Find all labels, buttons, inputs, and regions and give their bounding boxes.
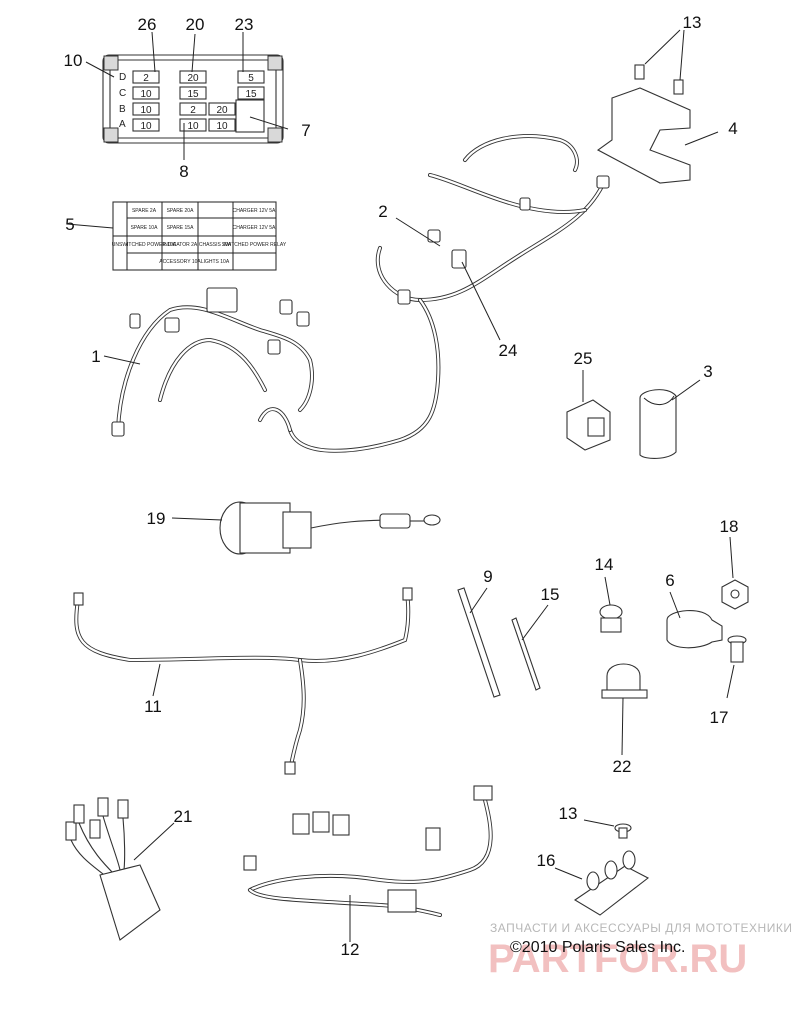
callout-16: 16 — [537, 851, 556, 870]
callout-1: 1 — [91, 347, 100, 366]
label-cell: SPARE 20A — [167, 208, 195, 214]
callout-22: 22 — [613, 757, 632, 776]
callout-15: 15 — [541, 585, 560, 604]
main-wiring-harness — [103, 287, 314, 437]
callout-7: 7 — [301, 121, 310, 140]
push-clip-22 — [601, 663, 648, 756]
callout-18: 18 — [720, 517, 739, 536]
callout-14: 14 — [595, 555, 614, 574]
callout-21: 21 — [174, 807, 193, 826]
label-cell: CHARGER 12V 5A — [233, 225, 276, 231]
label-cell: UNSWITCHED POWER 10A — [112, 242, 177, 248]
fuse-value: 10 — [140, 121, 152, 132]
cable-ties — [457, 587, 549, 698]
watermark-tagline: ЗАПЧАСТИ И АКСЕССУАРЫ ДЛЯ МОТОТЕХНИКИ — [490, 921, 792, 935]
fuse-value: 20 — [187, 73, 199, 84]
callout-10: 10 — [64, 51, 83, 70]
connector-25 — [566, 370, 611, 451]
callout-24: 24 — [499, 341, 518, 360]
fuse-value: 10 — [140, 89, 152, 100]
boot-3 — [639, 379, 701, 459]
fuse-value: 2 — [190, 105, 196, 116]
clamp-6 — [666, 591, 723, 649]
callout-4: 4 — [728, 119, 737, 138]
fuse-value: 15 — [245, 89, 257, 100]
fuse-row-letter: B — [119, 104, 126, 115]
label-cell: SWITCHED POWER RELAY — [222, 242, 287, 248]
callout-19: 19 — [147, 509, 166, 528]
callout-9: 9 — [483, 567, 492, 586]
sub-harness-21 — [65, 797, 175, 941]
label-cell: LIGHTS 10A — [201, 259, 230, 265]
fuse-value: 10 — [140, 105, 152, 116]
fuse-value: 5 — [248, 73, 254, 84]
harness-12 — [243, 785, 493, 942]
callout-labels: 26 20 23 10 7 8 13 4 5 2 24 1 25 3 19 18… — [64, 13, 739, 959]
copyright-text: ©2010 Polaris Sales Inc. — [510, 939, 685, 956]
label-cell: CHASSIS 20A — [199, 242, 232, 248]
label-cell: CHARGER 12V 5A — [233, 208, 276, 214]
callout-13-lower: 13 — [559, 804, 578, 823]
fuse-row-letter: A — [119, 119, 126, 130]
branch-harness-11 — [73, 587, 413, 775]
fuse-value: 10 — [187, 121, 199, 132]
callout-26: 26 — [138, 15, 157, 34]
connector-block-16 — [554, 819, 650, 916]
fuse-box: D C B A 2 20 5 10 15 15 10 2 20 10 10 — [85, 31, 289, 160]
callout-6: 6 — [665, 571, 674, 590]
clip-14 — [599, 576, 623, 633]
label-cell: SPARE 2A — [132, 208, 157, 214]
callout-25: 25 — [574, 349, 593, 368]
fuse-label-decal: SPARE 2A SPARE 20A CHARGER 12V 5A SPARE … — [66, 201, 287, 271]
fuse-value: 20 — [216, 105, 228, 116]
watermark-logo: PARTFOR.RU — [488, 937, 747, 981]
callout-13: 13 — [683, 13, 702, 32]
label-cell: INDICATOR 2A — [163, 242, 198, 248]
fuse-row-letter: D — [119, 72, 126, 83]
rivet-17 — [726, 635, 747, 699]
fuse-value: 10 — [216, 121, 228, 132]
mount-bracket — [596, 29, 719, 184]
label-cell: SPARE 15A — [167, 225, 195, 231]
nut-18 — [721, 536, 749, 610]
callout-20: 20 — [186, 15, 205, 34]
callout-2: 2 — [378, 202, 387, 221]
callout-12: 12 — [341, 940, 360, 959]
label-cell: SPARE 10A — [131, 225, 159, 231]
callout-17: 17 — [710, 708, 729, 727]
upper-wiring-harness — [288, 134, 610, 453]
switch-19 — [171, 501, 441, 555]
fuse-row-letter: C — [119, 88, 126, 99]
callout-5: 5 — [65, 215, 74, 234]
callout-11: 11 — [144, 697, 162, 716]
callout-3: 3 — [703, 362, 712, 381]
callout-23: 23 — [235, 15, 254, 34]
fuse-value: 2 — [143, 73, 149, 84]
label-cell: ACCESSORY 10A — [159, 259, 201, 265]
callout-8: 8 — [179, 162, 188, 181]
fuse-value: 15 — [187, 89, 199, 100]
